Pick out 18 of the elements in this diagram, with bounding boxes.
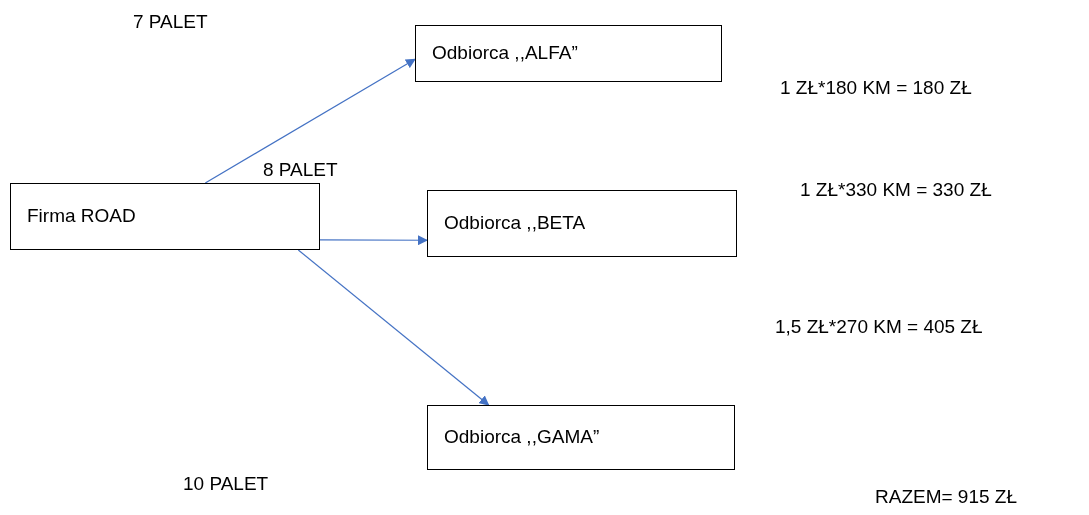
box-label: Firma ROAD (27, 204, 136, 229)
note-text: 1 ZŁ*330 KM = 330 ZŁ (800, 178, 992, 202)
box-label: Odbiorca ,,ALFA” (432, 41, 578, 66)
note-text: 7 PALET (133, 10, 208, 34)
arrow (204, 58, 416, 184)
note-text: RAZEM= 915 ZŁ (875, 485, 1018, 509)
arrow (297, 249, 490, 406)
process-box (427, 405, 735, 470)
note-text: 8 PALET (263, 158, 338, 182)
process-box (10, 183, 320, 250)
note-text: 1,5 ZŁ*270 KM = 405 ZŁ (775, 315, 983, 339)
process-box (427, 190, 737, 257)
box-label: Odbiorca ,,BETA (444, 211, 586, 236)
note-text: 1 ZŁ*180 KM = 180 ZŁ (780, 76, 972, 100)
process-box (415, 25, 722, 82)
box-label: Odbiorca ,,GAMA” (444, 425, 600, 450)
note-text: 10 PALET (183, 472, 269, 496)
arrow (319, 235, 428, 246)
